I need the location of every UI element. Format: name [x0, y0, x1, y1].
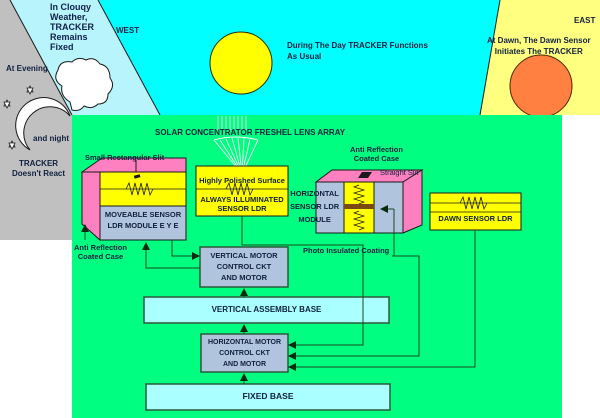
- straight-slit-label: Straight Slit: [380, 168, 419, 177]
- polished-surface-label: Highly Polished Surface: [199, 176, 285, 185]
- star-icon: [3, 85, 34, 150]
- dawn-sensor-label: DAWN SENSOR LDR: [438, 214, 513, 223]
- night-label: and night: [33, 134, 69, 143]
- cloud-icon: [55, 57, 114, 111]
- sun-icon: [209, 31, 273, 95]
- ldr-zigzag-icon: [125, 181, 154, 197]
- vertical-base-label: VERTICAL ASSEMBLY BASE: [211, 305, 322, 314]
- photo-insulated-label: Photo Insulated Coating: [303, 246, 390, 255]
- fresnel-lens-label: SOLAR CONCENTRATOR FRESHEL LENS ARRAY: [155, 128, 346, 137]
- day-region: [98, 0, 500, 115]
- dawn-sun-icon: [509, 54, 573, 118]
- vertical-motor-box: [199, 246, 289, 288]
- fixed-base-box: [145, 383, 391, 411]
- slit-label: Small Rectangular Slit: [85, 153, 165, 162]
- night-region: [0, 0, 72, 240]
- east-label: EAST: [574, 16, 596, 25]
- always-illuminated-box: [195, 165, 289, 217]
- evening-label: At Evening: [6, 64, 48, 73]
- cloudy-region: [10, 0, 160, 115]
- vertical-base-box: [143, 296, 390, 324]
- fixed-base-label: FIXED BASE: [242, 391, 294, 401]
- west-label: WEST: [116, 26, 140, 35]
- moon-icon: [15, 97, 71, 151]
